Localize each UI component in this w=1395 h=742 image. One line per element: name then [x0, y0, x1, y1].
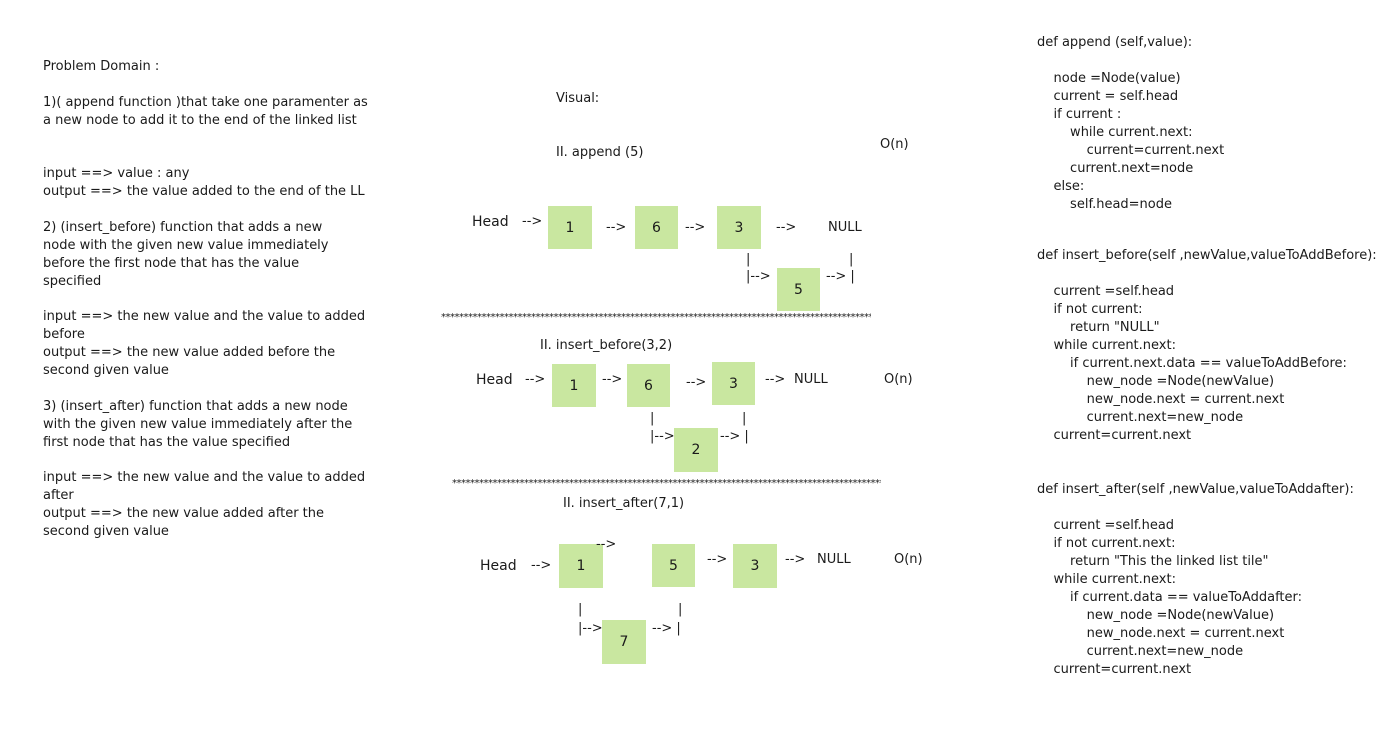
insert-before-code-block: def insert_before(self ,newValue,valueTo… — [1037, 247, 1377, 445]
insert-before-node-3: 3 — [712, 362, 755, 405]
insert-after-code-block: def insert_after(self ,newValue,valueToA… — [1037, 481, 1354, 679]
insert-after-arrow-3: --> — [707, 552, 728, 567]
separator-2: ****************************************… — [452, 478, 881, 489]
code-line: def append (self,value): — [1037, 35, 1193, 50]
problem-append-desc: 1)( append function )that take one param… — [43, 95, 368, 128]
append-big-o: O(n) — [880, 137, 909, 152]
append-arrow-2: --> — [606, 220, 627, 235]
problem-append-output: output ==> the value added to the end of… — [43, 184, 365, 199]
insert-after-bar-left: | — [578, 602, 583, 617]
insert-after-node-1: 1 — [559, 544, 603, 588]
append-node-1: 1 — [548, 206, 592, 249]
code-line — [1037, 265, 1377, 283]
code-line: while current.next: — [1037, 338, 1176, 353]
append-bar-right: | — [849, 252, 854, 267]
insert-after-arrow-4: --> — [785, 552, 806, 567]
code-line — [1037, 499, 1354, 517]
append-node-6: 6 — [635, 206, 678, 249]
append-arrow-3: --> — [685, 220, 706, 235]
code-line: return "NULL" — [1037, 320, 1160, 335]
insert-after-arrow-1: --> — [531, 558, 552, 573]
code-line: while current.next: — [1037, 572, 1176, 587]
insert-after-head-label: Head — [480, 558, 517, 574]
append-null: NULL — [828, 220, 862, 235]
append-bar-arrow-right: --> | — [826, 269, 855, 284]
insert-after-bar-arrow-left: |--> — [578, 621, 603, 636]
problem-insert-after-desc: 3) (insert_after) function that adds a n… — [43, 399, 353, 450]
code-line: current=current.next — [1037, 143, 1225, 158]
code-line: if current : — [1037, 107, 1122, 122]
insert-before-node-6: 6 — [627, 364, 670, 407]
insert-before-new-node: 2 — [674, 428, 718, 472]
code-line: if not current: — [1037, 302, 1143, 317]
insert-before-arrow-4: --> — [765, 372, 786, 387]
problem-insert-after-input: input ==> the new value and the value to… — [43, 470, 366, 503]
insert-before-null: NULL — [794, 372, 828, 387]
separator-1: ****************************************… — [441, 312, 871, 323]
append-diagram-title: II. append (5) — [556, 145, 644, 160]
insert-after-bar-right: | — [678, 602, 683, 617]
code-line: if current.next.data == valueToAddBefore… — [1037, 356, 1347, 371]
insert-after-diagram-title: II. insert_after(7,1) — [563, 496, 685, 511]
append-new-node: 5 — [777, 268, 820, 311]
insert-after-new-node: 7 — [602, 620, 646, 664]
problem-append-input: input ==> value : any — [43, 166, 190, 181]
code-line: current =self.head — [1037, 284, 1175, 299]
insert-after-big-o: O(n) — [894, 552, 923, 567]
visual-label: Visual: — [556, 91, 600, 106]
code-line: current.next=new_node — [1037, 644, 1244, 659]
problem-title: Problem Domain : — [43, 59, 160, 74]
insert-before-diagram-title: II. insert_before(3,2) — [540, 338, 673, 353]
insert-before-arrow-1: --> — [525, 372, 546, 387]
insert-after-arrow-2: --> — [596, 537, 617, 552]
code-line: def insert_after(self ,newValue,valueToA… — [1037, 482, 1354, 497]
code-line: current = self.head — [1037, 89, 1179, 104]
insert-before-bar-right: | — [742, 411, 747, 426]
code-line: current=current.next — [1037, 428, 1192, 443]
code-line: return "This the linked list tile" — [1037, 554, 1269, 569]
code-line: self.head=node — [1037, 197, 1172, 212]
insert-before-head-label: Head — [476, 372, 513, 388]
code-line: current.next=new_node — [1037, 410, 1244, 425]
code-line: current=current.next — [1037, 662, 1192, 677]
code-line: if current.data == valueToAddafter: — [1037, 590, 1303, 605]
append-bar-arrow-left: |--> — [746, 269, 771, 284]
code-line: else: — [1037, 179, 1085, 194]
code-line: if not current.next: — [1037, 536, 1176, 551]
insert-before-bar-arrow-right: --> | — [720, 429, 749, 444]
insert-before-arrow-3: --> — [686, 375, 707, 390]
insert-after-bar-arrow-right: --> | — [652, 621, 681, 636]
insert-before-node-1: 1 — [552, 364, 596, 407]
code-line: new_node =Node(newValue) — [1037, 374, 1275, 389]
code-line: current =self.head — [1037, 518, 1175, 533]
insert-after-node-5: 5 — [652, 544, 695, 587]
insert-after-node-3: 3 — [733, 544, 777, 588]
code-line: current.next=node — [1037, 161, 1194, 176]
append-arrow-4: --> — [776, 220, 797, 235]
code-line: while current.next: — [1037, 125, 1193, 140]
problem-insert-before-output: output ==> the new value added before th… — [43, 345, 336, 378]
code-line: new_node.next = current.next — [1037, 626, 1285, 641]
append-head-label: Head — [472, 214, 509, 230]
append-code-block: def append (self,value): node =Node(valu… — [1037, 34, 1224, 214]
problem-insert-before-desc: 2) (insert_before) function that adds a … — [43, 220, 329, 289]
problem-insert-before-input: input ==> the new value and the value to… — [43, 309, 366, 342]
append-node-3: 3 — [717, 206, 761, 249]
insert-before-bar-left: | — [650, 411, 655, 426]
append-arrow-1: --> — [522, 214, 543, 229]
insert-before-big-o: O(n) — [884, 372, 913, 387]
code-line: new_node =Node(newValue) — [1037, 608, 1275, 623]
code-line: new_node.next = current.next — [1037, 392, 1285, 407]
insert-before-arrow-2: --> — [602, 372, 623, 387]
code-line — [1037, 52, 1224, 70]
code-line: def insert_before(self ,newValue,valueTo… — [1037, 248, 1377, 263]
problem-insert-after-output: output ==> the new value added after the… — [43, 506, 325, 539]
insert-after-null: NULL — [817, 552, 851, 567]
insert-before-bar-arrow-left: |--> — [650, 429, 675, 444]
code-line: node =Node(value) — [1037, 71, 1181, 86]
append-bar-left: | — [746, 252, 751, 267]
